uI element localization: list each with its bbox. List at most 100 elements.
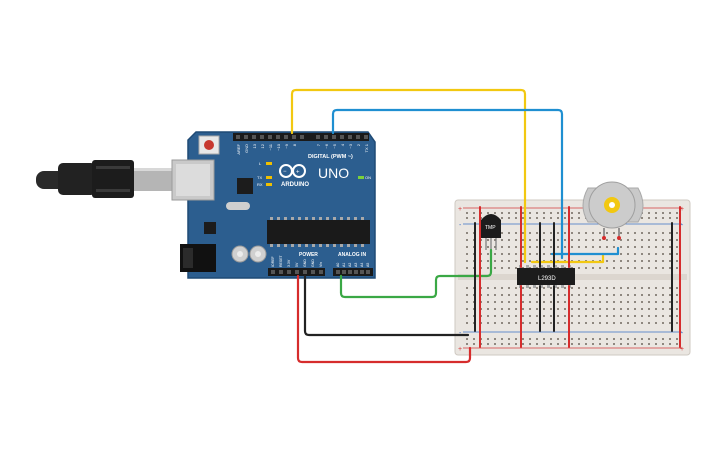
breadboard-hole[interactable] bbox=[634, 294, 636, 296]
breadboard-hole[interactable] bbox=[662, 294, 664, 296]
breadboard-hole[interactable] bbox=[557, 308, 559, 310]
breadboard-hole[interactable] bbox=[662, 239, 664, 241]
breadboard-hole[interactable] bbox=[648, 246, 650, 248]
breadboard-hole[interactable] bbox=[641, 308, 643, 310]
breadboard-hole[interactable] bbox=[508, 287, 510, 289]
breadboard-hole[interactable] bbox=[557, 294, 559, 296]
breadboard-hole[interactable] bbox=[599, 239, 601, 241]
breadboard-hole[interactable] bbox=[571, 212, 573, 214]
breadboard-hole[interactable] bbox=[627, 322, 629, 324]
breadboard-hole[interactable] bbox=[648, 239, 650, 241]
breadboard-hole[interactable] bbox=[662, 338, 664, 340]
breadboard-hole[interactable] bbox=[655, 294, 657, 296]
breadboard-hole[interactable] bbox=[578, 212, 580, 214]
breadboard-hole[interactable] bbox=[627, 315, 629, 317]
breadboard-hole[interactable] bbox=[508, 343, 510, 345]
breadboard-hole[interactable] bbox=[620, 315, 622, 317]
temperature-sensor[interactable]: TMP bbox=[481, 214, 501, 250]
breadboard-hole[interactable] bbox=[585, 232, 587, 234]
breadboard-hole[interactable] bbox=[543, 239, 545, 241]
breadboard-hole[interactable] bbox=[571, 217, 573, 219]
breadboard-hole[interactable] bbox=[543, 246, 545, 248]
breadboard-hole[interactable] bbox=[515, 253, 517, 255]
yellow-wire[interactable] bbox=[290, 88, 527, 264]
breadboard-hole[interactable] bbox=[529, 260, 531, 262]
breadboard-hole[interactable] bbox=[557, 315, 559, 317]
breadboard-hole[interactable] bbox=[536, 308, 538, 310]
breadboard-hole[interactable] bbox=[599, 315, 601, 317]
breadboard-hole[interactable] bbox=[508, 232, 510, 234]
breadboard-hole[interactable] bbox=[627, 239, 629, 241]
breadboard-hole[interactable] bbox=[613, 260, 615, 262]
breadboard-hole[interactable] bbox=[578, 267, 580, 269]
breadboard-hole[interactable] bbox=[655, 239, 657, 241]
breadboard-hole[interactable] bbox=[662, 212, 664, 214]
breadboard-hole[interactable] bbox=[662, 260, 664, 262]
motor-driver-chip[interactable]: L293D bbox=[517, 265, 575, 288]
breadboard-hole[interactable] bbox=[550, 301, 552, 303]
breadboard-hole[interactable] bbox=[501, 315, 503, 317]
breadboard-hole[interactable] bbox=[529, 246, 531, 248]
breadboard-hole[interactable] bbox=[655, 217, 657, 219]
breadboard-hole[interactable] bbox=[522, 217, 524, 219]
breadboard-hole[interactable] bbox=[543, 315, 545, 317]
dc-motor[interactable] bbox=[582, 181, 644, 240]
breadboard-hole[interactable] bbox=[550, 217, 552, 219]
breadboard-hole[interactable] bbox=[606, 287, 608, 289]
breadboard-hole[interactable] bbox=[620, 322, 622, 324]
breadboard-hole[interactable] bbox=[676, 315, 678, 317]
breadboard-hole[interactable] bbox=[529, 253, 531, 255]
breadboard-hole[interactable] bbox=[508, 338, 510, 340]
breadboard-hole[interactable] bbox=[487, 253, 489, 255]
breadboard-hole[interactable] bbox=[466, 301, 468, 303]
breadboard-hole[interactable] bbox=[599, 246, 601, 248]
breadboard-hole[interactable] bbox=[585, 338, 587, 340]
breadboard-hole[interactable] bbox=[529, 239, 531, 241]
breadboard-hole[interactable] bbox=[515, 267, 517, 269]
breadboard-hole[interactable] bbox=[641, 315, 643, 317]
breadboard-hole[interactable] bbox=[550, 315, 552, 317]
breadboard-hole[interactable] bbox=[627, 301, 629, 303]
breadboard-hole[interactable] bbox=[585, 301, 587, 303]
breadboard-hole[interactable] bbox=[536, 239, 538, 241]
breadboard-hole[interactable] bbox=[676, 287, 678, 289]
breadboard-hole[interactable] bbox=[508, 315, 510, 317]
breadboard-hole[interactable] bbox=[529, 232, 531, 234]
yellow-wire[interactable] bbox=[530, 252, 605, 264]
breadboard-hole[interactable] bbox=[578, 315, 580, 317]
breadboard-hole[interactable] bbox=[606, 260, 608, 262]
breadboard-hole[interactable] bbox=[620, 260, 622, 262]
breadboard-hole[interactable] bbox=[669, 343, 671, 345]
breadboard-hole[interactable] bbox=[571, 338, 573, 340]
breadboard-hole[interactable] bbox=[648, 343, 650, 345]
breadboard-hole[interactable] bbox=[676, 343, 678, 345]
breadboard-hole[interactable] bbox=[473, 212, 475, 214]
breadboard-hole[interactable] bbox=[522, 322, 524, 324]
breadboard-hole[interactable] bbox=[669, 260, 671, 262]
breadboard-hole[interactable] bbox=[613, 232, 615, 234]
breadboard-hole[interactable] bbox=[606, 301, 608, 303]
breadboard-hole[interactable] bbox=[536, 253, 538, 255]
breadboard-hole[interactable] bbox=[592, 308, 594, 310]
breadboard-hole[interactable] bbox=[487, 338, 489, 340]
breadboard-hole[interactable] bbox=[508, 308, 510, 310]
breadboard-hole[interactable] bbox=[564, 315, 566, 317]
breadboard-hole[interactable] bbox=[501, 322, 503, 324]
breadboard-hole[interactable] bbox=[501, 253, 503, 255]
breadboard-hole[interactable] bbox=[536, 338, 538, 340]
breadboard-hole[interactable] bbox=[466, 322, 468, 324]
breadboard-hole[interactable] bbox=[613, 287, 615, 289]
breadboard-hole[interactable] bbox=[627, 338, 629, 340]
breadboard-hole[interactable] bbox=[585, 343, 587, 345]
breadboard-hole[interactable] bbox=[550, 338, 552, 340]
breadboard-hole[interactable] bbox=[550, 308, 552, 310]
breadboard-hole[interactable] bbox=[515, 239, 517, 241]
breadboard-hole[interactable] bbox=[494, 338, 496, 340]
breadboard-hole[interactable] bbox=[648, 338, 650, 340]
breadboard-hole[interactable] bbox=[536, 232, 538, 234]
breadboard-hole[interactable] bbox=[599, 287, 601, 289]
breadboard-hole[interactable] bbox=[578, 287, 580, 289]
breadboard-hole[interactable] bbox=[641, 253, 643, 255]
breadboard-hole[interactable] bbox=[662, 301, 664, 303]
breadboard-hole[interactable] bbox=[648, 294, 650, 296]
